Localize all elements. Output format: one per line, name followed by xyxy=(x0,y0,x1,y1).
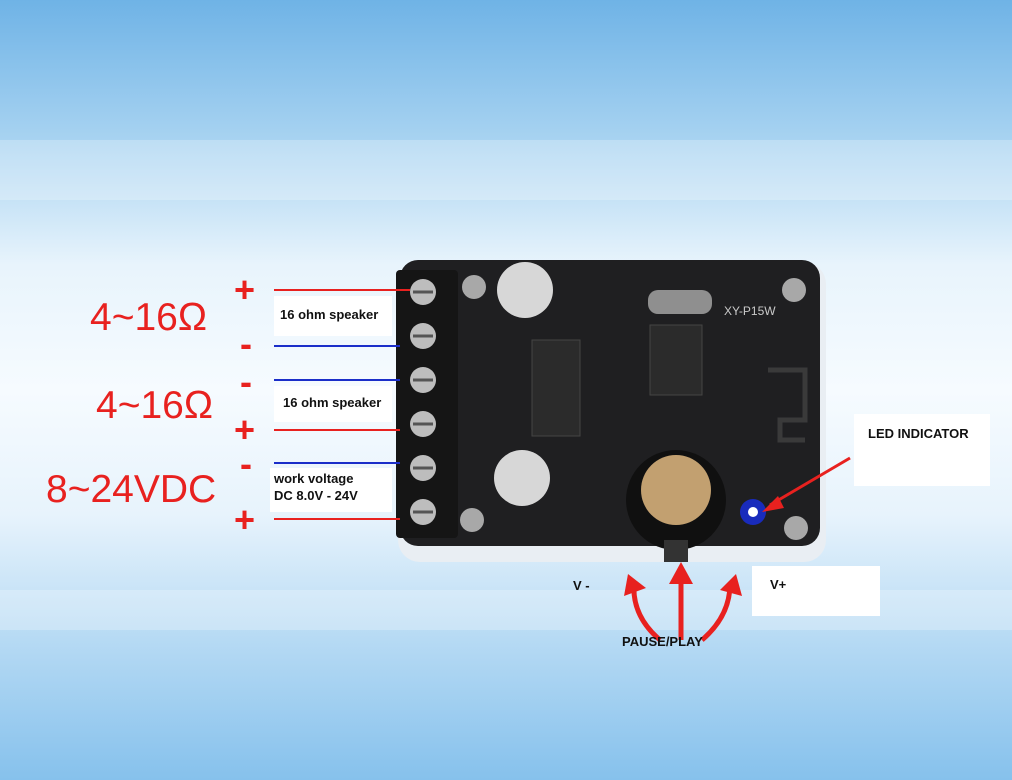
control-chip xyxy=(649,324,703,396)
note-box-2 xyxy=(274,386,392,422)
board-model-label: XY-P15W xyxy=(724,304,776,318)
volume-plus-label: V+ xyxy=(770,577,787,592)
antenna-trace xyxy=(768,367,808,443)
speaker1-note: 16 ohm speaker xyxy=(280,307,379,322)
note-box-3 xyxy=(270,468,392,512)
speaker1-bottom-sign: - xyxy=(240,323,252,364)
speaker2-rating: 4~16Ω xyxy=(96,384,213,427)
speaker1-rating: 4~16Ω xyxy=(90,296,207,339)
crystal xyxy=(648,290,712,314)
amplifier-chip xyxy=(531,339,581,437)
led-indicator-label: LED INDICATOR xyxy=(868,426,969,441)
speaker2-bottom-sign: + xyxy=(234,409,256,450)
power-top-sign: - xyxy=(240,443,252,484)
knob-stem xyxy=(664,540,688,562)
capacitor-bottom xyxy=(494,450,550,506)
volume-knob-cap xyxy=(641,455,711,525)
power-bottom-sign: + xyxy=(234,499,256,540)
mounting-screws xyxy=(460,275,808,540)
knob-direction-arrows xyxy=(624,562,742,642)
terminal-screws xyxy=(410,279,436,525)
capacitor-top xyxy=(497,262,553,318)
background-band xyxy=(0,140,1012,200)
power-rating: 8~24VDC xyxy=(46,468,217,511)
pause-play-label: PAUSE/PLAY xyxy=(622,634,703,649)
led-label-box xyxy=(854,414,990,486)
speaker2-top-sign: - xyxy=(240,361,252,402)
led-pointer-arrow xyxy=(762,456,851,512)
volume-minus-label: V - xyxy=(573,578,590,593)
speaker1-top-sign: + xyxy=(234,269,256,310)
power-note-line1: work voltage xyxy=(274,471,354,486)
terminal-block xyxy=(396,270,458,538)
speaker2-note: 16 ohm speaker xyxy=(283,395,382,410)
power-note-line2: DC 8.0V - 24V xyxy=(274,488,358,503)
led xyxy=(748,507,758,517)
note-box-1 xyxy=(274,296,392,336)
vplus-label-box xyxy=(752,566,880,616)
